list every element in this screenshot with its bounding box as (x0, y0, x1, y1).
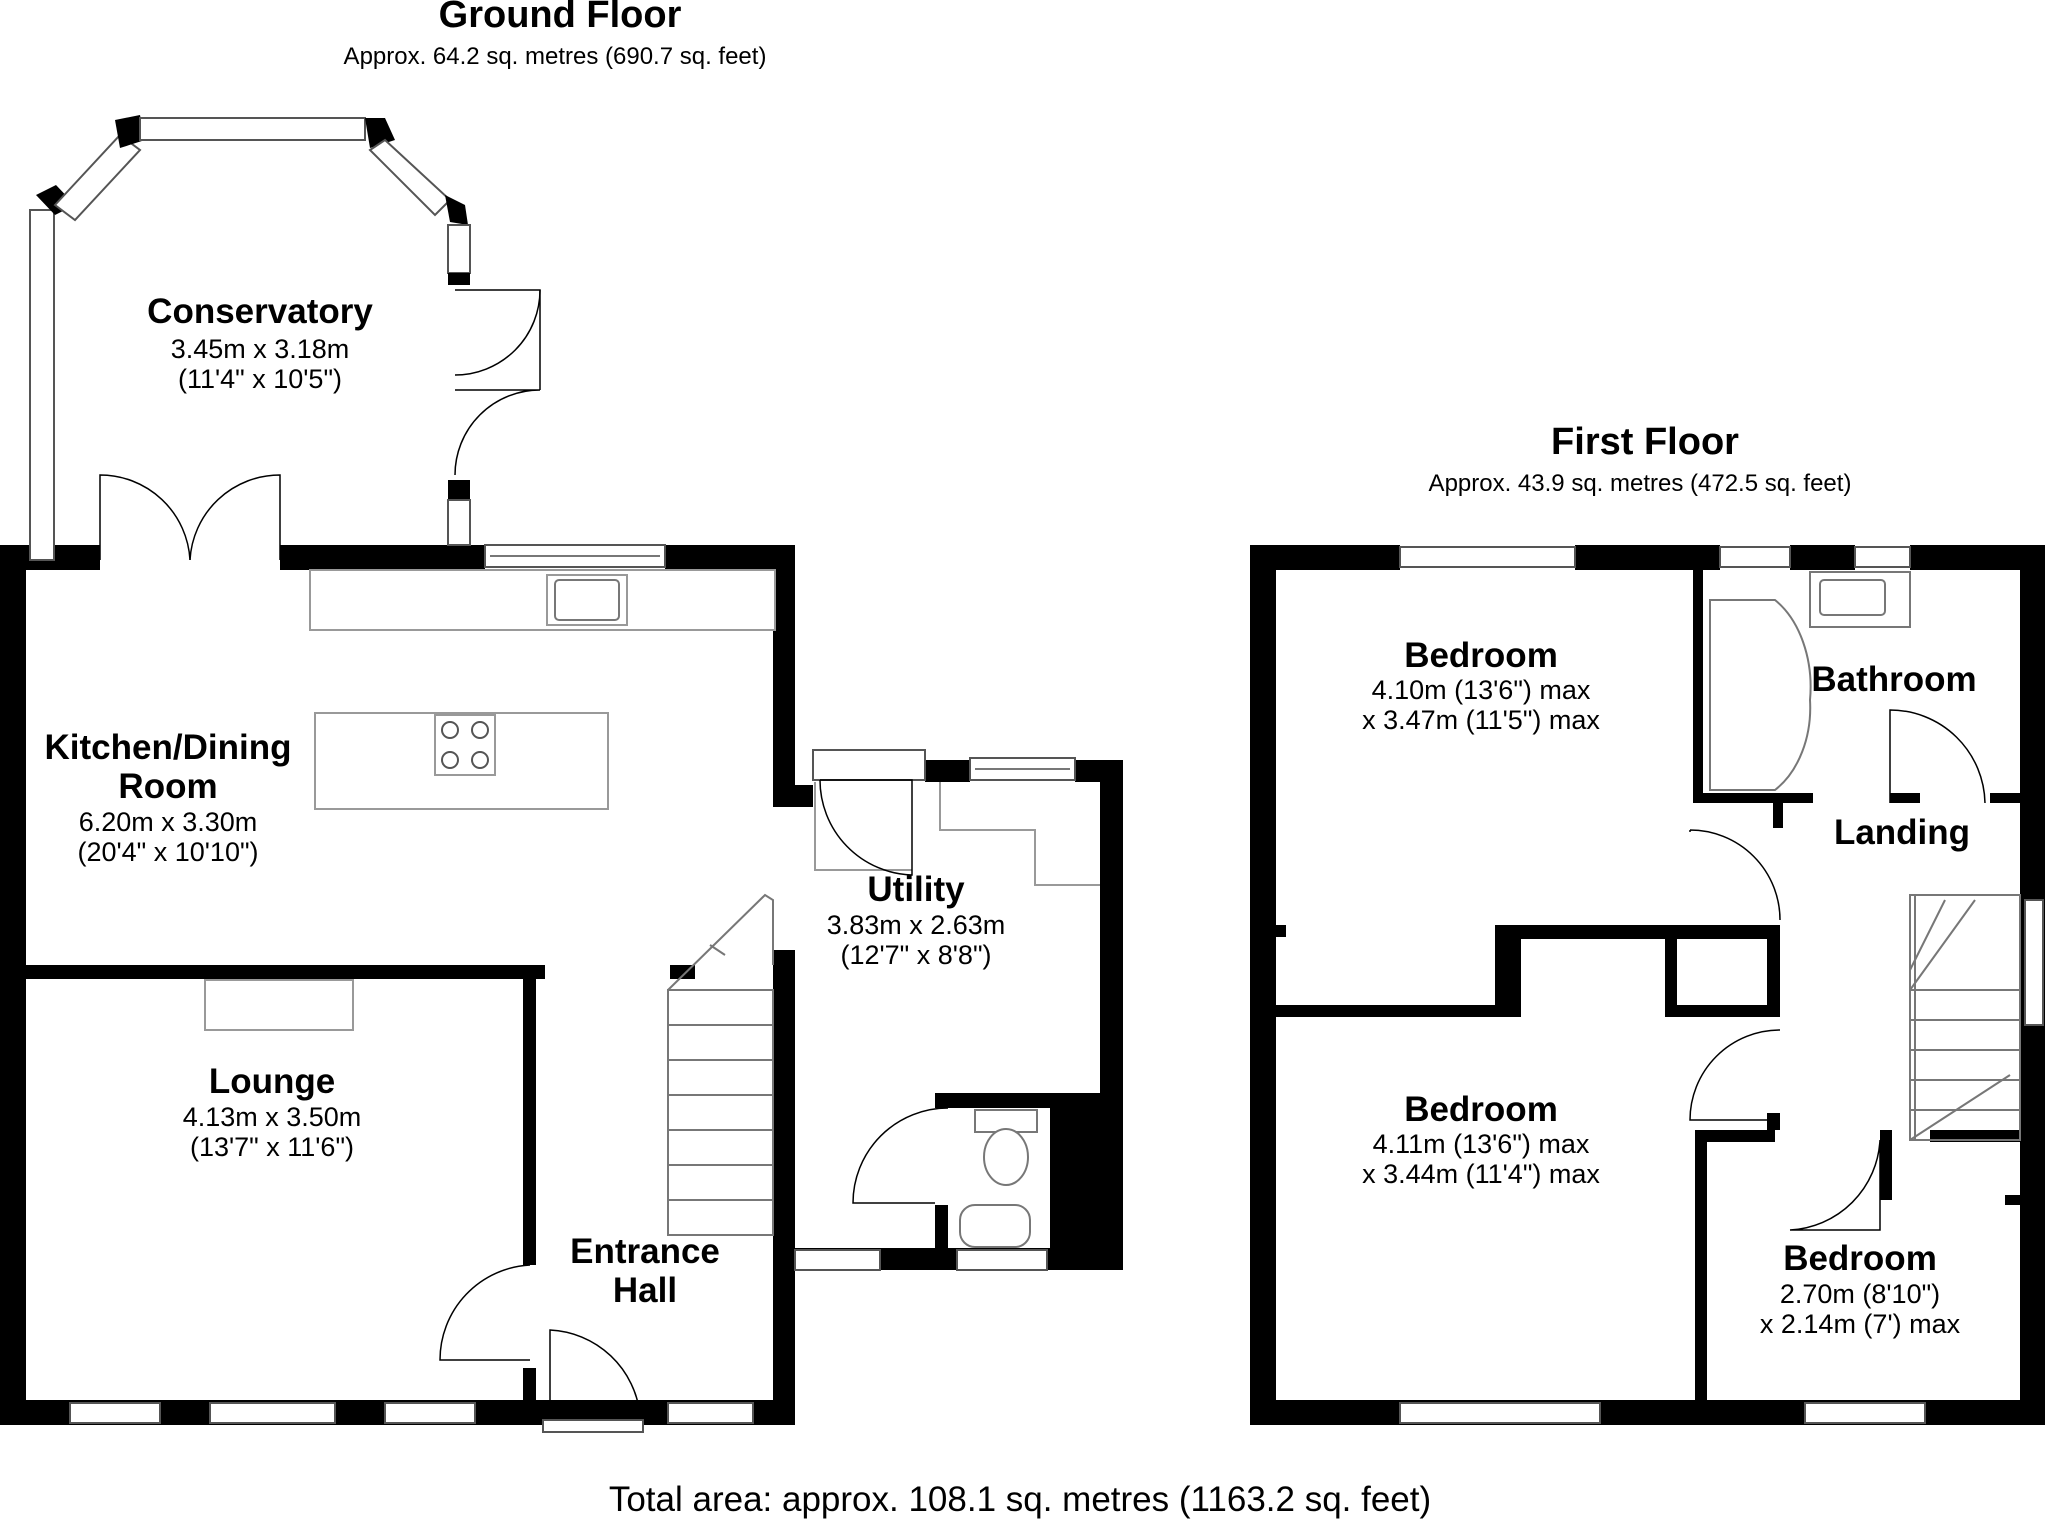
ground-floor-doors (439, 1264, 644, 1433)
bedroom1-dim-length: x 3.47m (11'5") max (1362, 705, 1600, 735)
bathroom-fixtures (1709, 571, 1911, 791)
kitchen-label-line1: Kitchen/Dining (44, 728, 292, 767)
ground-floor-stairs (667, 893, 774, 1236)
bedroom2-dim-width: 4.11m (13'6") max (1372, 1129, 1590, 1159)
bathroom-label: Bathroom (1811, 660, 1977, 699)
entrance-hall-label-line2: Hall (612, 1271, 678, 1310)
utility-dim-imperial: (12'7" x 8'8") (840, 940, 992, 970)
landing-label: Landing (1833, 813, 1971, 852)
ground-floor-walls (0, 545, 1123, 1425)
utility-door (812, 749, 926, 876)
conservatory-structure (29, 115, 541, 570)
bedroom2-dim-length: x 3.44m (11'4") max (1362, 1159, 1600, 1189)
ground-floor-title: Ground Floor (438, 0, 682, 36)
wc-fixtures (852, 1107, 1038, 1248)
first-floor-title: First Floor (1551, 421, 1739, 463)
conservatory-label: Conservatory (147, 292, 373, 331)
lounge-dim-imperial: (13'7" x 11'6") (189, 1132, 355, 1162)
lounge-fireplace (204, 979, 354, 1031)
lounge-label: Lounge (208, 1062, 336, 1101)
bedroom3-dim-length: x 2.14m (7') max (1759, 1309, 1961, 1339)
first-floor-area: Approx. 43.9 sq. metres (472.5 sq. feet) (1428, 470, 1852, 497)
bedroom3-label: Bedroom (1783, 1239, 1937, 1278)
conservatory-dim-metric: 3.45m x 3.18m (170, 334, 350, 364)
bedroom1-dim-width: 4.10m (13'6") max (1371, 675, 1591, 705)
conservatory-dim-imperial: (11'4" x 10'5") (177, 364, 343, 394)
total-area: Total area: approx. 108.1 sq. metres (11… (608, 1480, 1432, 1519)
bedroom1-label: Bedroom (1404, 636, 1558, 675)
utility-dim-metric: 3.83m x 2.63m (826, 910, 1006, 940)
first-floor-stairs (1909, 894, 2021, 1141)
lounge-dim-metric: 4.13m x 3.50m (182, 1102, 362, 1132)
ground-floor-area: Approx. 64.2 sq. metres (690.7 sq. feet) (343, 43, 767, 70)
bedroom2-label: Bedroom (1404, 1090, 1558, 1129)
utility-fixtures (814, 782, 1100, 886)
bedroom3-dim-width: 2.70m (8'10") (1779, 1279, 1941, 1309)
kitchen-dim-metric: 6.20m x 3.30m (78, 807, 258, 837)
first-floor-walls (1250, 545, 2045, 1425)
ground-floor-windows (69, 1249, 1048, 1424)
utility-label: Utility (867, 870, 965, 909)
entrance-hall-label-line1: Entrance (570, 1232, 720, 1271)
kitchen-label-line2: Room (118, 767, 218, 806)
kitchen-fixtures (309, 569, 776, 810)
first-floor-doors (1689, 709, 1986, 1231)
first-floor-windows (1399, 546, 2044, 1424)
kitchen-dim-imperial: (20'4" x 10'10") (77, 837, 259, 867)
